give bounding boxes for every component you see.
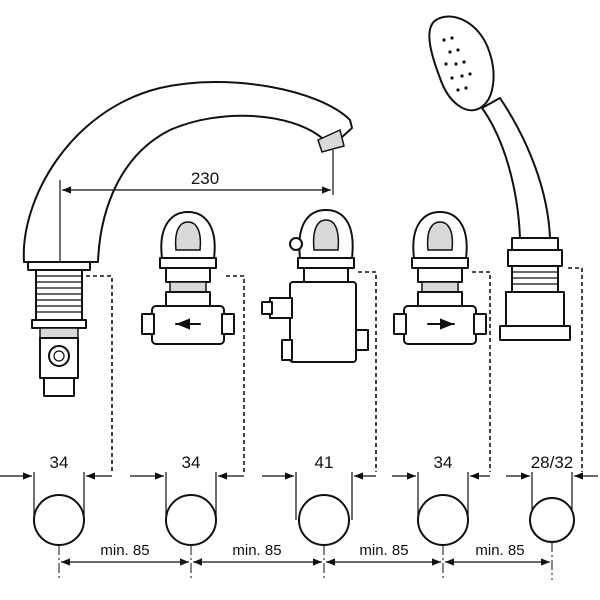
spout-reach-label: 230: [191, 169, 219, 188]
hole-4-diameter: 34: [434, 453, 453, 472]
hot-valve: [141, 211, 235, 345]
cold-valve: [393, 211, 487, 345]
spacing-4-label: min. 85: [475, 542, 524, 559]
bath-spout: [22, 81, 353, 397]
hole-1: [33, 494, 85, 546]
spacing-3-label: min. 85: [359, 542, 408, 559]
hole-5: [529, 497, 575, 543]
hole-4: [417, 494, 469, 546]
hand-shower: [428, 15, 571, 341]
spacing-1-label: min. 85: [100, 542, 149, 559]
hole-1-diameter: 34: [50, 453, 69, 472]
hole-5-diameter: 28/32: [531, 453, 574, 472]
hole-2: [165, 494, 217, 546]
hole-3: [298, 494, 350, 546]
diverter-valve: [261, 209, 369, 363]
hole-3-diameter: 41: [315, 453, 334, 472]
hole-2-diameter: 34: [182, 453, 201, 472]
spacing-2-label: min. 85: [232, 542, 281, 559]
